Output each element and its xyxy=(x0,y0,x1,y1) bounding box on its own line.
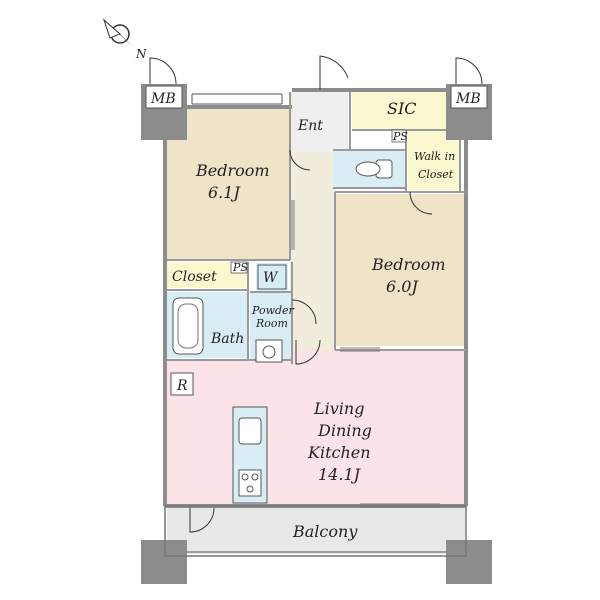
pillar-bottom-left xyxy=(141,540,187,584)
mb-box-left xyxy=(145,85,183,109)
bedroom1-size: 6.1J xyxy=(208,183,241,202)
bedroom-1 xyxy=(167,108,290,260)
sic-closet xyxy=(352,92,446,130)
refrigerator-label: R xyxy=(176,378,188,394)
balcony-area xyxy=(167,508,465,554)
refrigerator-box xyxy=(170,372,194,396)
powder-line2: Room xyxy=(255,317,288,330)
ps-box-1 xyxy=(230,261,248,274)
ps2-label: PS xyxy=(392,130,408,143)
ldk-room xyxy=(167,350,465,505)
powder-line1: Powder xyxy=(251,304,295,317)
mb-left-label: MB xyxy=(150,91,176,107)
balcony-label: Balcony xyxy=(292,522,358,541)
mb-right-label: MB xyxy=(455,91,481,107)
ldk-line3: Kitchen xyxy=(307,443,371,462)
balcony-rail xyxy=(164,505,467,557)
entrance-area xyxy=(293,92,348,152)
bedroom2-name: Bedroom xyxy=(371,255,446,274)
mb-doors xyxy=(149,55,483,533)
bath-label: Bath xyxy=(210,331,244,347)
pillar-bottom-right xyxy=(446,540,492,584)
ldk-line1: Living xyxy=(313,399,364,418)
bathtub-icon xyxy=(172,297,204,355)
washer-label: W xyxy=(263,270,279,286)
ps1-label: PS xyxy=(232,261,248,274)
bedroom2-size: 6.0J xyxy=(386,277,419,296)
kitchen-counter xyxy=(232,406,268,504)
sink-icon xyxy=(255,339,283,363)
ldk-line2: Dining xyxy=(317,421,372,440)
walk-in-line2: Closet xyxy=(418,168,454,181)
walk-in-line1: Walk in xyxy=(414,150,455,163)
washer-box xyxy=(257,264,287,290)
entrance-label: Ent xyxy=(297,118,323,134)
mb-box-right xyxy=(450,85,488,109)
toilet-icon xyxy=(355,159,393,179)
bedroom1-name: Bedroom xyxy=(195,161,270,180)
compass-icon: N xyxy=(102,18,147,61)
interior-walls xyxy=(167,92,466,364)
ps-box-2 xyxy=(391,129,407,143)
sliding-doors xyxy=(291,200,440,508)
closet-label: Closet xyxy=(172,269,217,285)
sic-label: SIC xyxy=(387,99,417,118)
bedroom-2 xyxy=(335,194,465,346)
compass-label: N xyxy=(135,47,147,61)
ldk-size: 14.1J xyxy=(318,465,362,484)
